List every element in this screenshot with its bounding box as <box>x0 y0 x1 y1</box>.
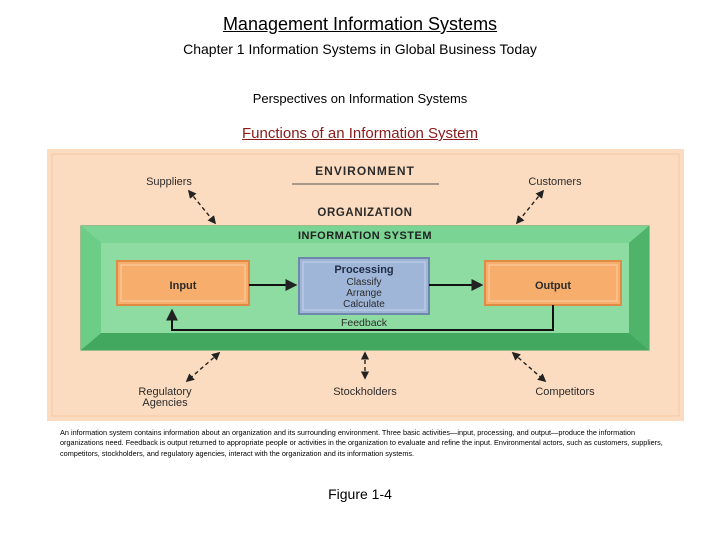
frame-bevel-bottom <box>81 333 649 350</box>
information-system-diagram: ENVIRONMENT ORGANIZATION Suppliers Custo… <box>47 149 684 421</box>
feedback-label: Feedback <box>341 317 388 329</box>
stockholders-label: Stockholders <box>333 386 397 398</box>
output-label: Output <box>535 280 571 292</box>
processing-step-calculate: Calculate <box>343 299 385 310</box>
processing-step-arrange: Arrange <box>346 288 382 299</box>
environment-label: ENVIRONMENT <box>315 164 415 178</box>
output-box-inner <box>488 264 618 302</box>
input-label: Input <box>170 280 197 292</box>
input-box <box>116 260 250 306</box>
customers-label: Customers <box>528 176 582 188</box>
frame-bevel-top <box>81 226 649 243</box>
competitors-label: Competitors <box>535 386 595 398</box>
information-system-label: INFORMATION SYSTEM <box>298 230 432 242</box>
processing-label: Processing <box>334 264 393 276</box>
organization-label: ORGANIZATION <box>317 207 412 219</box>
suppliers-label: Suppliers <box>146 176 192 188</box>
output-box <box>484 260 622 306</box>
competitors-arrow <box>511 351 547 383</box>
processing-box-inner <box>302 261 426 311</box>
processing-box <box>298 257 430 315</box>
page-title: Management Information Systems <box>222 14 498 34</box>
processing-step-classify: Classify <box>346 277 381 288</box>
frame-bevel-right <box>629 226 649 350</box>
regulatory-label-line1: Regulatory <box>138 386 192 398</box>
regulatory-label-line2: Agencies <box>142 397 188 409</box>
functions-heading: Functions of an Information System <box>242 125 478 142</box>
environment-border <box>51 153 680 417</box>
frame-bevel-left <box>81 226 101 350</box>
figure-label: Figure 1-4 <box>328 486 392 502</box>
feedback-arrow <box>166 305 554 331</box>
figure-caption: An information system contains informati… <box>60 428 663 458</box>
input-box-inner <box>120 264 246 302</box>
perspectives-heading: Perspectives on Information Systems <box>252 91 468 106</box>
chapter-subtitle: Chapter 1 Information Systems in Global … <box>183 41 537 57</box>
regulatory-arrow <box>185 351 221 383</box>
